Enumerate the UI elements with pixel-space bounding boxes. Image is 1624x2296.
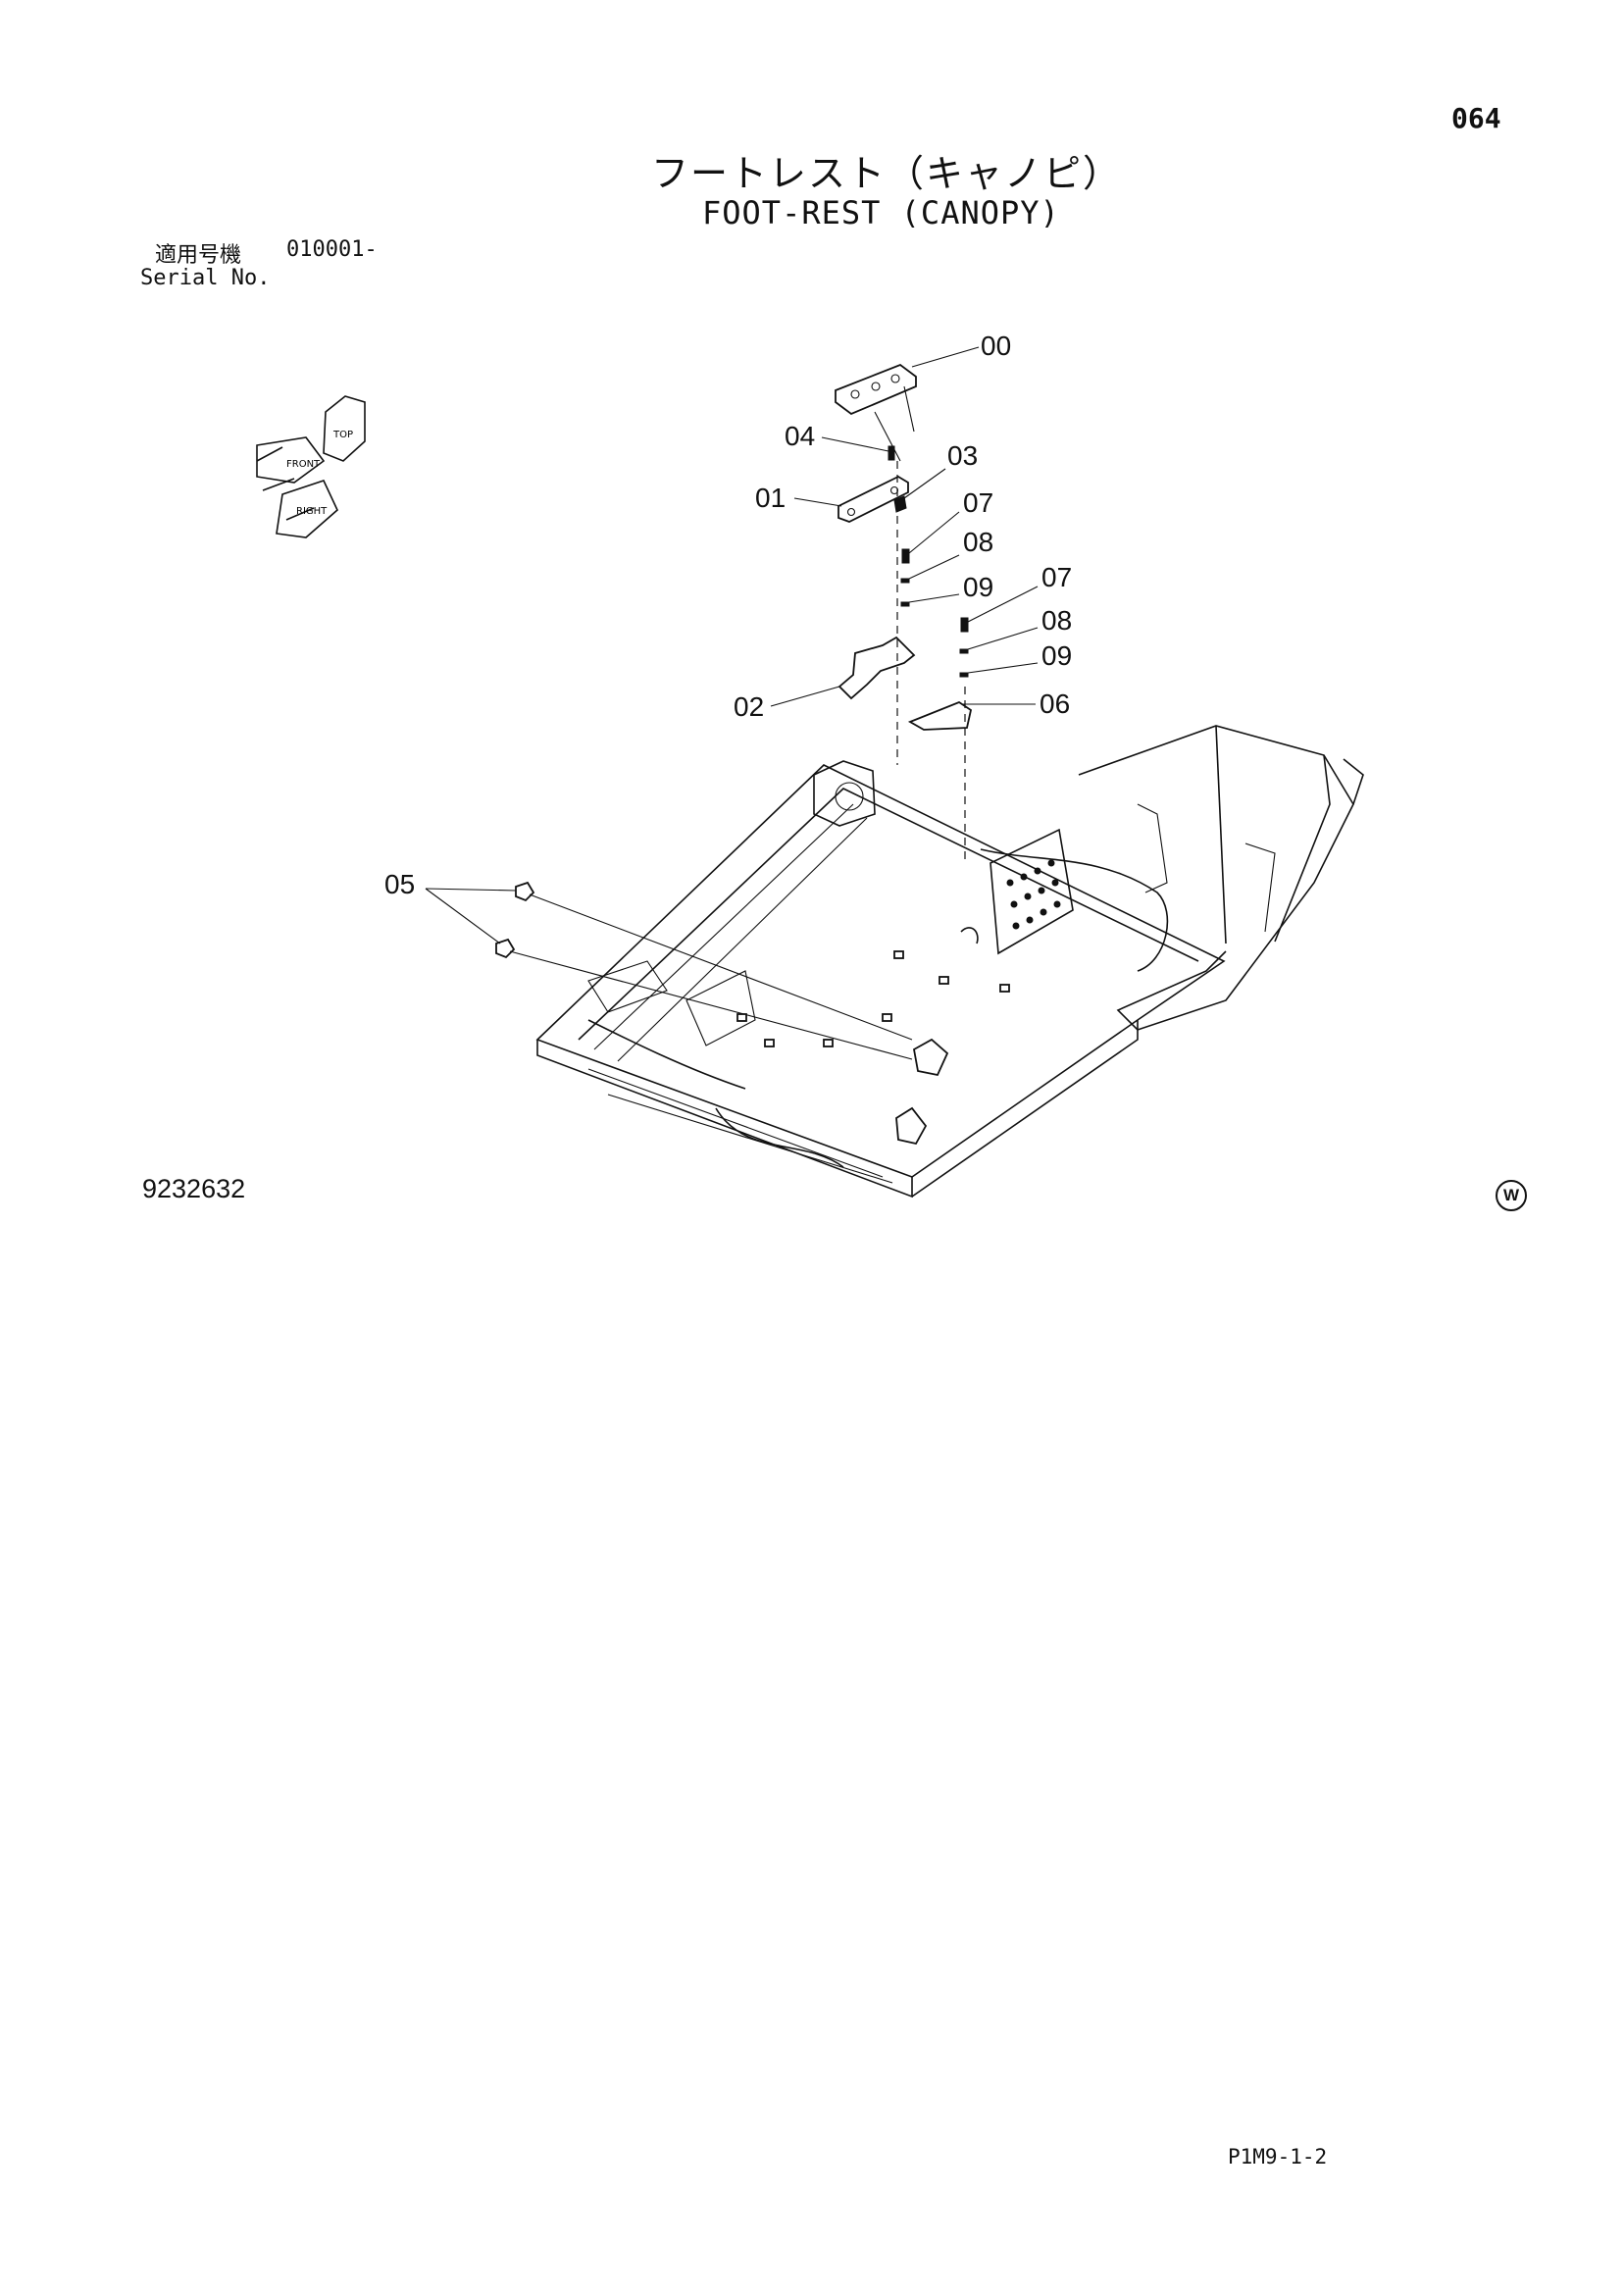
orientation-right-label: RIGHT <box>296 506 328 517</box>
callout-02: 02 <box>734 691 764 722</box>
callout-01: 01 <box>755 483 786 513</box>
part-05-nuts <box>495 881 913 1060</box>
page-title-english: FOOT-REST (CANOPY) <box>702 194 1060 231</box>
part-01-plate <box>837 475 909 523</box>
page-code: P1M9-1-2 <box>1228 2145 1328 2168</box>
callout-08-lower: 08 <box>1041 605 1072 636</box>
serial-number-value: 010001- <box>286 237 378 262</box>
serial-label-japanese: 適用号機 <box>155 243 242 268</box>
page-number: 064 <box>1451 102 1501 134</box>
w-circle-mark: W <box>1496 1180 1527 1211</box>
orientation-arrow-icon: TOP FRONT RIGHT <box>256 395 366 538</box>
callout-07-lower: 07 <box>1041 562 1072 592</box>
fastener-stack-right <box>959 617 969 678</box>
callout-09-lower: 09 <box>1041 640 1072 671</box>
part-00-bracket <box>835 363 917 462</box>
callout-03: 03 <box>947 440 978 471</box>
callout-08-upper: 08 <box>963 527 993 557</box>
floor-frame-assembly <box>535 725 1364 1199</box>
callout-06: 06 <box>1040 689 1070 719</box>
serial-label-english: Serial No. <box>140 266 271 290</box>
callout-04: 04 <box>785 421 815 451</box>
part-04-bolt <box>888 445 895 461</box>
part-02-bracket <box>837 636 916 700</box>
orientation-top-label: TOP <box>332 430 353 440</box>
callout-leader-lines <box>425 346 1039 944</box>
callout-00: 00 <box>981 331 1011 361</box>
part-06-plate <box>907 700 973 731</box>
callout-07-upper: 07 <box>963 487 993 518</box>
callout-05: 05 <box>384 869 415 899</box>
fastener-stack-left <box>900 548 910 607</box>
callout-09-upper: 09 <box>963 572 993 602</box>
drawing-number: 9232632 <box>142 1174 246 1203</box>
orientation-front-label: FRONT <box>286 459 321 470</box>
page-title-japanese: フートレスト（キャノピ） <box>651 152 1123 195</box>
